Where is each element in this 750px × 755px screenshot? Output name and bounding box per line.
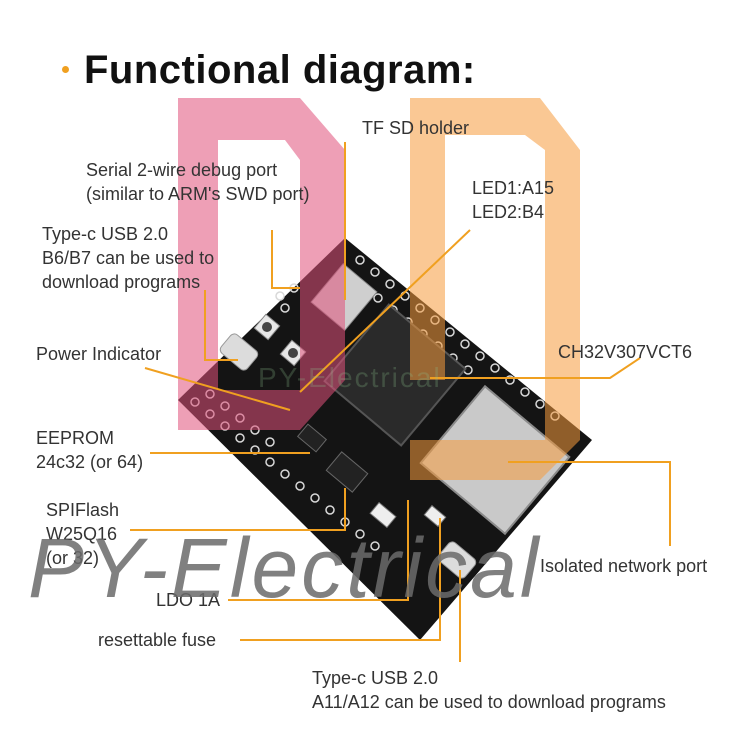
label-line: CH32V307VCT6 [558, 342, 693, 362]
label-line: Serial 2-wire debug port [86, 160, 278, 180]
leader-mcu [430, 357, 641, 379]
overlay-logo-right [410, 98, 580, 480]
eeprom-chip [296, 423, 328, 453]
ldo-regulator [369, 501, 397, 529]
label-fuse: resettable fuse [98, 628, 216, 652]
watermark: PY-Electrical [28, 521, 542, 615]
leader-debug-port [271, 230, 300, 289]
label-line: (similar to ARM's SWD port) [86, 184, 310, 204]
leader-network-port [508, 461, 671, 546]
label-debug-port: Serial 2-wire debug port (similar to ARM… [86, 158, 309, 206]
label-mcu: CH32V307VCT6 [558, 340, 692, 364]
label-line: EEPROM [36, 428, 115, 448]
boot-button-cap [288, 348, 298, 358]
label-line: W25Q16 [46, 524, 118, 544]
label-line: SPIFlash [46, 500, 120, 520]
label-line: LED1:A15 [472, 178, 555, 198]
reset-button-cap [262, 322, 272, 332]
spiflash-chip [325, 451, 369, 493]
leader-ldo [228, 500, 409, 601]
label-led: LED1:A15 LED2:B4 [472, 176, 554, 224]
label-line: Type-c USB 2.0 [42, 224, 169, 244]
overlay-logo-left [178, 98, 345, 430]
label-line: (or 32) [46, 548, 100, 568]
label-power-indicator: Power Indicator [36, 342, 161, 366]
label-line: LDO 1A [156, 590, 221, 610]
label-spiflash: SPIFlash W25Q16 (or 32) [46, 498, 119, 570]
label-line: 24c32 (or 64) [36, 452, 144, 472]
label-line: TF SD holder [362, 118, 470, 138]
label-line: Isolated network port [540, 556, 708, 576]
usb-c-connector-top [219, 333, 259, 371]
label-usb-bottom: Type-c USB 2.0 A11/A12 can be used to do… [312, 666, 666, 714]
label-line: Type-c USB 2.0 [312, 668, 439, 688]
label-usb-top: Type-c USB 2.0 B6/B7 can be used to down… [42, 222, 214, 294]
usb-c-connector-bottom [437, 541, 477, 579]
label-network-port: Isolated network port [540, 554, 707, 578]
label-line: B6/B7 can be used to [42, 248, 215, 268]
label-ldo: LDO 1A [156, 588, 220, 612]
title-bullet [62, 66, 69, 73]
label-line: A11/A12 can be used to download programs [312, 692, 666, 712]
pcb-outline [178, 238, 592, 640]
leader-spiflash [130, 488, 346, 531]
overlay-logo [178, 98, 580, 480]
faint-watermark: PY-Electrical [258, 362, 442, 393]
leader-lines [130, 142, 671, 662]
label-line: download programs [42, 272, 201, 292]
label-line: resettable fuse [98, 630, 217, 650]
label-eeprom: EEPROM 24c32 (or 64) [36, 426, 143, 474]
label-line: Power Indicator [36, 344, 162, 364]
leader-fuse [240, 518, 441, 641]
label-tf-sd-holder: TF SD holder [362, 116, 469, 140]
leader-usb-top [204, 290, 238, 361]
page-title: Functional diagram: [84, 48, 476, 92]
leader-power-indicator [144, 367, 291, 411]
leader-led [299, 229, 471, 393]
label-line: LED2:B4 [472, 202, 545, 222]
